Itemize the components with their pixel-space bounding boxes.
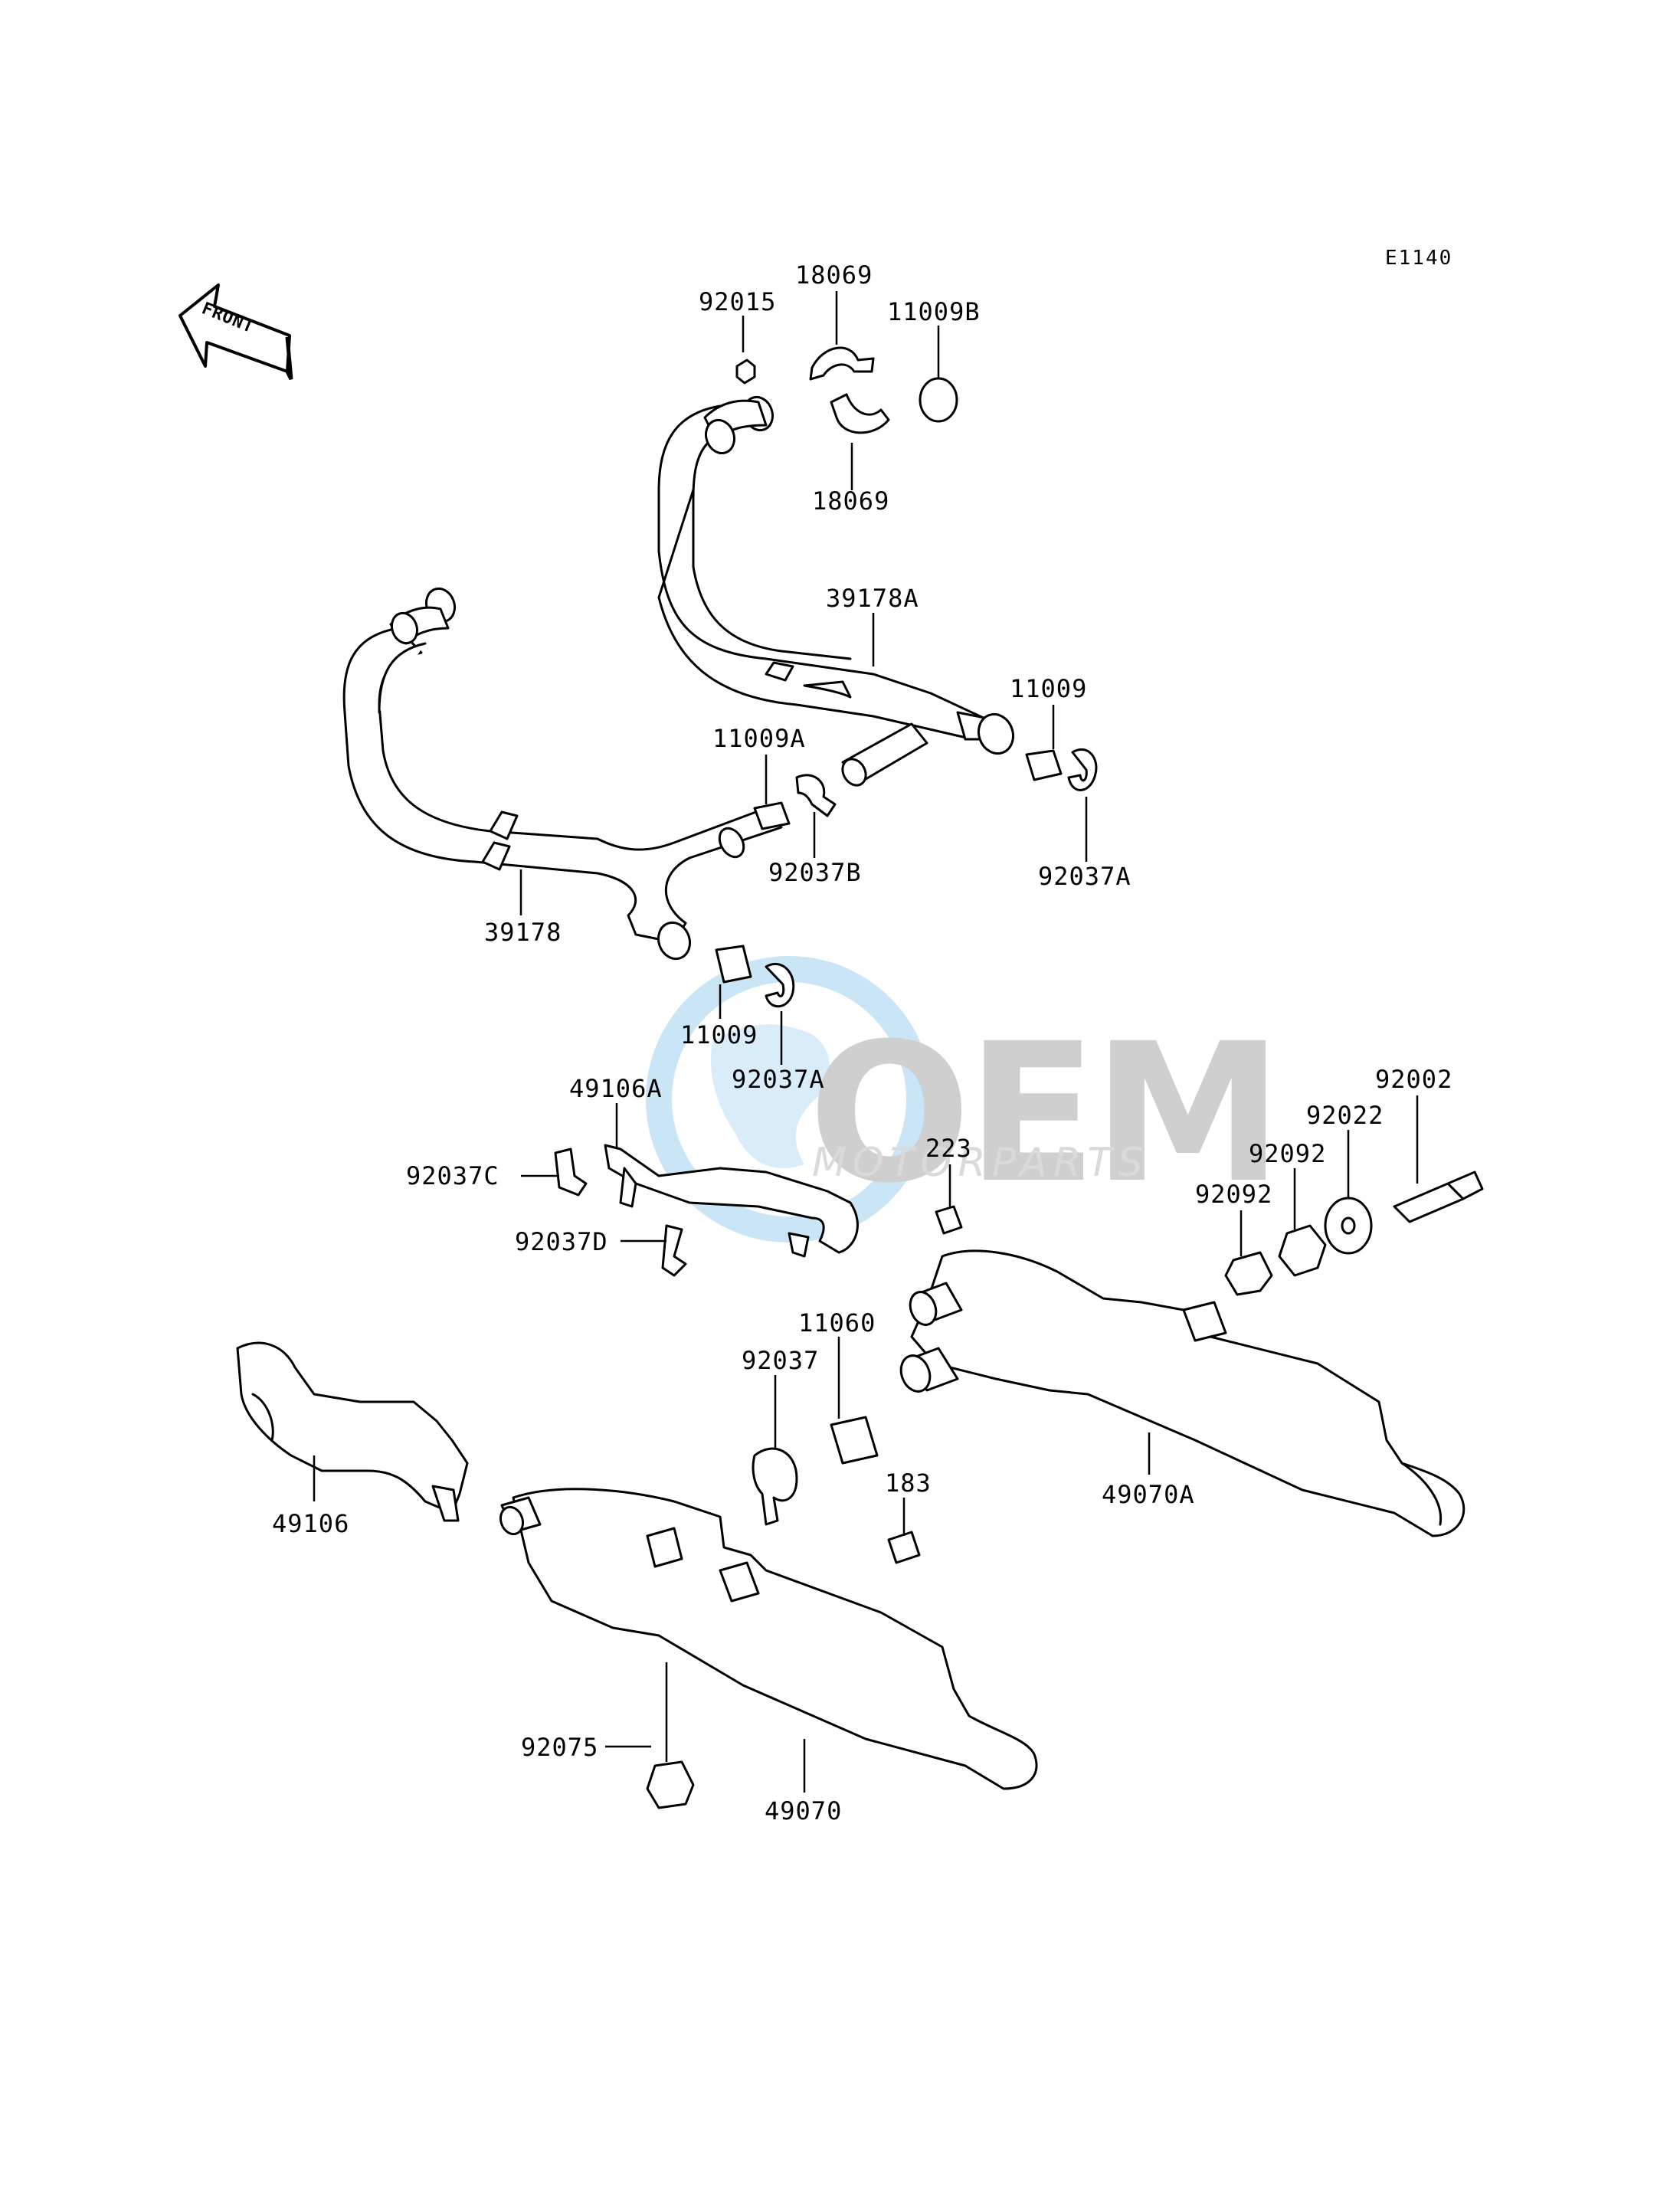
heat-cover-49106A (554, 1144, 963, 1277)
callout-92037A-mid: 92037A (732, 1065, 825, 1094)
callout-49070A: 49070A (1102, 1480, 1195, 1509)
clamp-92037A-right (1067, 748, 1098, 791)
callout-92037A-right: 92037A (1038, 862, 1131, 891)
clamp-92037D (661, 1224, 687, 1277)
callout-18069-bottom: 18069 (812, 486, 889, 516)
callout-92037D: 92037D (515, 1227, 608, 1256)
watermark-sub: MOTORPARTS (812, 1140, 1149, 1186)
collar-11060 (830, 1416, 879, 1465)
front-arrow-icon: FRONT (178, 283, 293, 381)
callout-92037: 92037 (742, 1346, 819, 1375)
callout-39178A: 39178A (826, 584, 919, 613)
clamp-92037 (752, 1447, 798, 1526)
collar-11009-mid (715, 945, 752, 984)
callout-92022: 92022 (1306, 1101, 1384, 1130)
callout-92092-b: 92092 (1195, 1180, 1272, 1209)
watermark-brand: OEM (808, 1002, 1279, 1225)
watermark-globe (646, 956, 932, 1243)
callout-11009-mid: 11009 (680, 1020, 758, 1049)
holder-18069-top (809, 346, 875, 381)
callout-92002: 92002 (1375, 1065, 1452, 1094)
callout-92015: 92015 (699, 287, 776, 316)
collar-11009-right (1025, 749, 1063, 781)
callout-18069-top: 18069 (795, 260, 873, 290)
bolt-183 (887, 1531, 921, 1564)
oem-motorparts-watermark: OEM MOTORPARTS (646, 956, 1283, 1243)
clamp-92037B (795, 774, 837, 817)
callout-92037C: 92037C (406, 1161, 499, 1190)
leader-lines (313, 291, 1419, 1793)
callout-39178: 39178 (484, 918, 562, 947)
callout-49106A: 49106A (569, 1074, 663, 1103)
callout-11009B: 11009B (887, 297, 981, 326)
damper-92092-a (1278, 1224, 1327, 1277)
gasket-11009B (919, 377, 958, 423)
clamp-92037C (554, 1148, 588, 1197)
nut-92015 (735, 359, 756, 385)
callout-92037B: 92037B (768, 858, 862, 887)
callout-11009A: 11009A (712, 724, 806, 753)
heat-cover-49106 (236, 1341, 469, 1522)
header-pipe-39178A (657, 395, 1015, 787)
clamp-92037A-mid (765, 962, 795, 1008)
bolt-223 (935, 1205, 963, 1235)
callout-49070: 49070 (765, 1796, 842, 1825)
callout-223: 223 (925, 1134, 972, 1163)
callout-11060: 11060 (798, 1308, 876, 1338)
small-parts (715, 346, 1098, 1008)
callout-183: 183 (885, 1468, 932, 1498)
diagram-code: E1140 (1385, 247, 1452, 270)
muffler-49070 (499, 1488, 1038, 1809)
holder-18069-bottom (830, 393, 890, 434)
grommet-92075 (646, 1760, 695, 1809)
callout-11009-right: 11009 (1010, 674, 1087, 703)
callout-92075: 92075 (521, 1733, 598, 1762)
callout-labels: 92015 18069 11009B 18069 39178A 11009 11… (272, 260, 1452, 1825)
muffler-49070A (899, 1249, 1465, 1537)
callout-49106: 49106 (272, 1509, 349, 1538)
damper-92092-b (1224, 1251, 1273, 1296)
header-pipe-39178 (342, 587, 783, 961)
mount-parts-right (1224, 1171, 1484, 1296)
callout-92092-a: 92092 (1249, 1139, 1326, 1168)
collar-11009A (753, 801, 791, 830)
clamp-parts-lower (752, 1416, 921, 1564)
